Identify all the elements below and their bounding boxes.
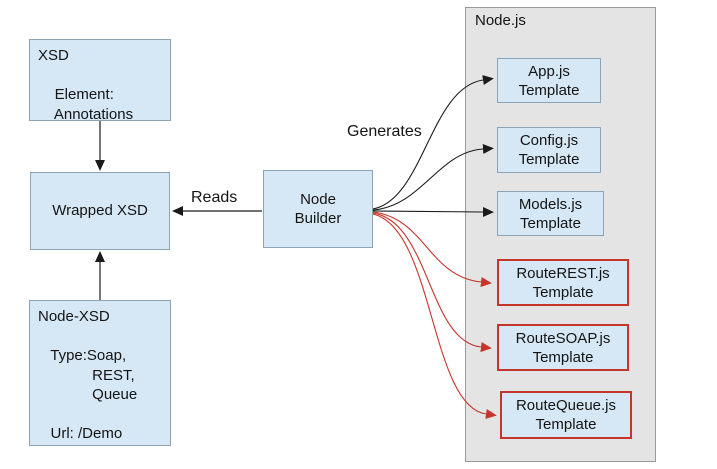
box-modelsjs-template-text: Models.js Template [518,195,583,232]
box-routerest-template: RouteREST.js Template [497,259,629,306]
box-configjs-template-text: Config.js Template [518,132,580,168]
arrow-generates-routesoap [372,212,492,352]
box-xsd-text: XSD Element: Annotations [38,47,134,123]
box-appjs-template: App.js Template [497,58,601,103]
box-modelsjs-template: Models.js Template [497,191,604,236]
box-wrapped-xsd-label: Wrapped XSD [52,202,148,220]
label-reads: Reads [191,189,238,206]
arrow-generates-routerest [372,211,492,287]
arrow-generates-appjs [372,75,494,210]
box-routequeue-template: RouteQueue.js Template [500,391,632,439]
box-routesoap-template: RouteSOAP.js Template [497,324,629,371]
box-node-xsd-text: Node-XSD Type:Soap, REST, Queue Url: /De… [38,308,138,442]
label-generates: Generates [347,123,422,140]
box-wrapped-xsd: Wrapped XSD [30,172,170,250]
box-node-builder-text: Node Builder [294,190,342,228]
box-node-xsd: Node-XSD Type:Soap, REST, Queue Url: /De… [29,300,171,446]
box-configjs-template: Config.js Template [497,127,601,173]
box-appjs-template-text: App.js Template [518,62,580,99]
group-nodejs-title: Node.js [475,12,526,29]
box-node-builder: Node Builder [263,170,373,248]
group-nodejs: Node.js App.js Template Config.js Templa… [465,7,656,462]
arrow-generates-configjs [372,144,494,211]
box-xsd: XSD Element: Annotations [29,39,171,123]
arrow-generates-modelsjs [372,207,494,217]
box-routesoap-template-text: RouteSOAP.js Template [515,329,611,366]
box-routequeue-template-text: RouteQueue.js Template [515,397,617,433]
box-routerest-template-text: RouteREST.js Template [516,264,610,301]
arrow-generates-routequeue [372,213,497,419]
